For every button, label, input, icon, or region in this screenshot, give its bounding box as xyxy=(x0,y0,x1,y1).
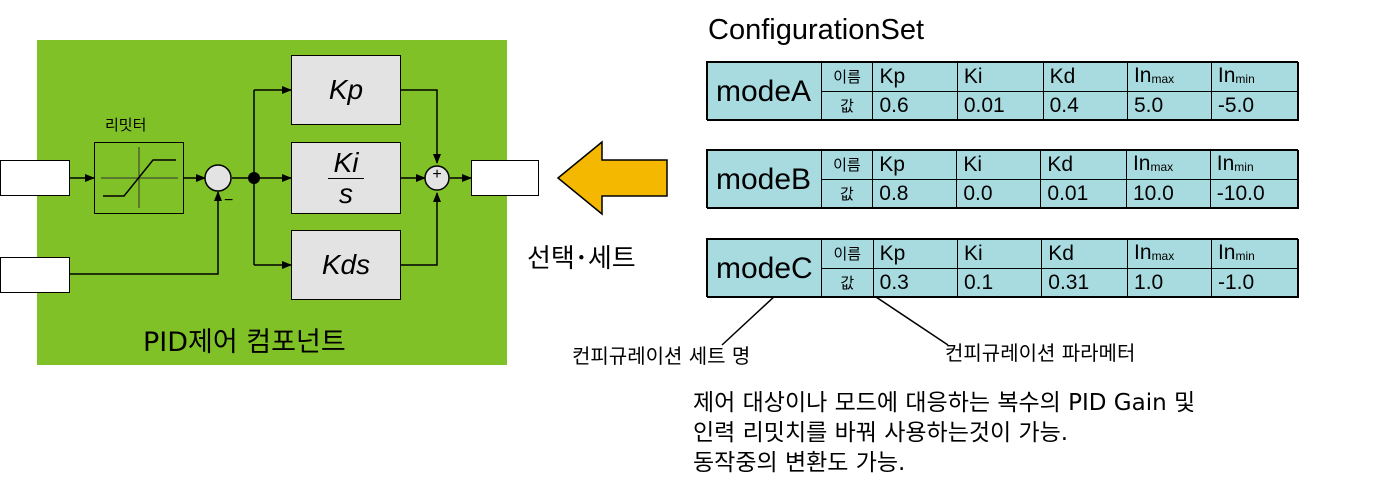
comparator-circle xyxy=(204,164,232,192)
column-header-subscript: min xyxy=(1234,159,1254,174)
description-line: 제어 대상이나 모드에 대응하는 복수의 PID Gain 및 xyxy=(693,390,1196,416)
row-label-name: 이름 xyxy=(820,62,874,92)
row-label-value: 값 xyxy=(820,179,874,209)
mode-name: modeB xyxy=(707,150,822,209)
parameter-value: 0.0 xyxy=(956,179,1042,209)
column-header: Ki xyxy=(956,150,1042,180)
column-header: Ki xyxy=(956,62,1044,92)
column-header: Kp xyxy=(872,239,958,269)
mode-name: modeC xyxy=(707,239,822,298)
row-label-value: 값 xyxy=(820,268,874,298)
pid-component-title: PID제어 컴포넌트 xyxy=(143,327,346,358)
kd-label: Kds xyxy=(321,249,371,280)
column-header: Ki xyxy=(956,239,1043,269)
parameter-value: 0.6 xyxy=(872,91,958,121)
parameter-value: 5.0 xyxy=(1126,91,1212,121)
column-header-base: Kd xyxy=(1047,153,1074,176)
parameter-value: 0.1 xyxy=(956,268,1043,298)
parameter-value: 0.3 xyxy=(872,268,958,298)
parameter-value: 1.0 xyxy=(1127,268,1212,298)
parameter-value: -10.0 xyxy=(1209,179,1300,209)
parameter-value: -5.0 xyxy=(1210,91,1300,121)
column-header-base: Ki xyxy=(963,153,983,176)
sum-plus-sign: + xyxy=(432,166,442,183)
column-header-base: Kp xyxy=(879,153,905,176)
column-header: Kp xyxy=(872,150,958,180)
parameter-value: 0.8 xyxy=(872,179,958,209)
row-label-value: 값 xyxy=(820,91,874,121)
column-header-base: In xyxy=(1216,151,1235,175)
column-header: Kd xyxy=(1040,150,1127,180)
row-label-name: 이름 xyxy=(820,239,874,269)
description-line: 인력 리밋치를 바꿔 사용하는것이 가능. xyxy=(693,420,1069,446)
column-header-subscript: min xyxy=(1235,71,1255,86)
column-header-subscript: min xyxy=(1235,248,1255,263)
parameter-value: 0.01 xyxy=(956,91,1044,121)
column-header: Inmax xyxy=(1125,150,1211,180)
pid-component-panel xyxy=(37,40,507,365)
summing-junction xyxy=(424,165,450,191)
column-header-base: Kp xyxy=(879,65,906,88)
kd-block: Kds xyxy=(291,230,401,300)
column-header: Kp xyxy=(872,62,958,92)
select-set-arrow xyxy=(556,140,668,216)
column-header-base: Kd xyxy=(1049,65,1076,88)
saturation-curve xyxy=(101,147,178,208)
kp-block: Kp xyxy=(291,55,401,125)
column-header-base: In xyxy=(1134,240,1152,264)
feedback-input-box xyxy=(0,257,70,293)
column-header-base: Kd xyxy=(1048,242,1074,265)
column-header: Kd xyxy=(1042,62,1128,92)
mode-name: modeA xyxy=(707,62,822,121)
parameter-value: 0.01 xyxy=(1040,179,1127,209)
column-header: Inmin xyxy=(1210,62,1300,92)
column-header: Inmax xyxy=(1127,239,1212,269)
callout-set-name: 컨피규레이션 세트 명 xyxy=(572,344,751,368)
column-header: Inmax xyxy=(1126,62,1212,92)
callout-parameter: 컨피규레이션 파라메터 xyxy=(945,341,1136,365)
description-line: 동작중의 변환도 가능. xyxy=(693,450,906,476)
column-header-base: Ki xyxy=(963,65,983,88)
column-header-base: In xyxy=(1133,63,1152,87)
column-header-subscript: max xyxy=(1151,248,1175,263)
description-text: 제어 대상이나 모드에 대응하는 복수의 PID Gain 및 인력 리밋치를 … xyxy=(693,388,1195,478)
select-set-label: 선택･세트 xyxy=(527,244,636,274)
column-header-subscript: max xyxy=(1150,159,1174,174)
parameter-value: 0.31 xyxy=(1041,268,1129,298)
column-header-base: In xyxy=(1132,151,1151,175)
feedback-minus-sign: − xyxy=(224,192,234,209)
parameter-value: -1.0 xyxy=(1210,268,1300,298)
column-header-base: Kp xyxy=(879,242,906,265)
limiter-label: 리밋터 xyxy=(105,116,147,134)
parameter-value: 10.0 xyxy=(1125,179,1211,209)
ki-block: Ki s xyxy=(291,142,401,214)
ki-denominator: s xyxy=(339,177,353,209)
column-header: Inmin xyxy=(1209,150,1300,180)
ki-numerator: Ki xyxy=(327,147,365,179)
column-header-base: Ki xyxy=(963,242,983,265)
parameter-value: 0.4 xyxy=(1042,91,1128,121)
configuration-set-title: ConfigurationSet xyxy=(708,14,925,46)
branch-junction xyxy=(248,172,260,184)
column-header: Kd xyxy=(1041,239,1129,269)
limiter-block xyxy=(94,142,184,214)
output-box xyxy=(471,160,539,196)
setpoint-input-box xyxy=(0,160,70,196)
kp-label: Kp xyxy=(328,74,364,105)
row-label-name: 이름 xyxy=(820,150,874,180)
column-header-subscript: max xyxy=(1151,71,1175,86)
column-header: Inmin xyxy=(1210,239,1300,269)
column-header-base: In xyxy=(1217,240,1236,264)
column-header-base: In xyxy=(1217,63,1236,87)
